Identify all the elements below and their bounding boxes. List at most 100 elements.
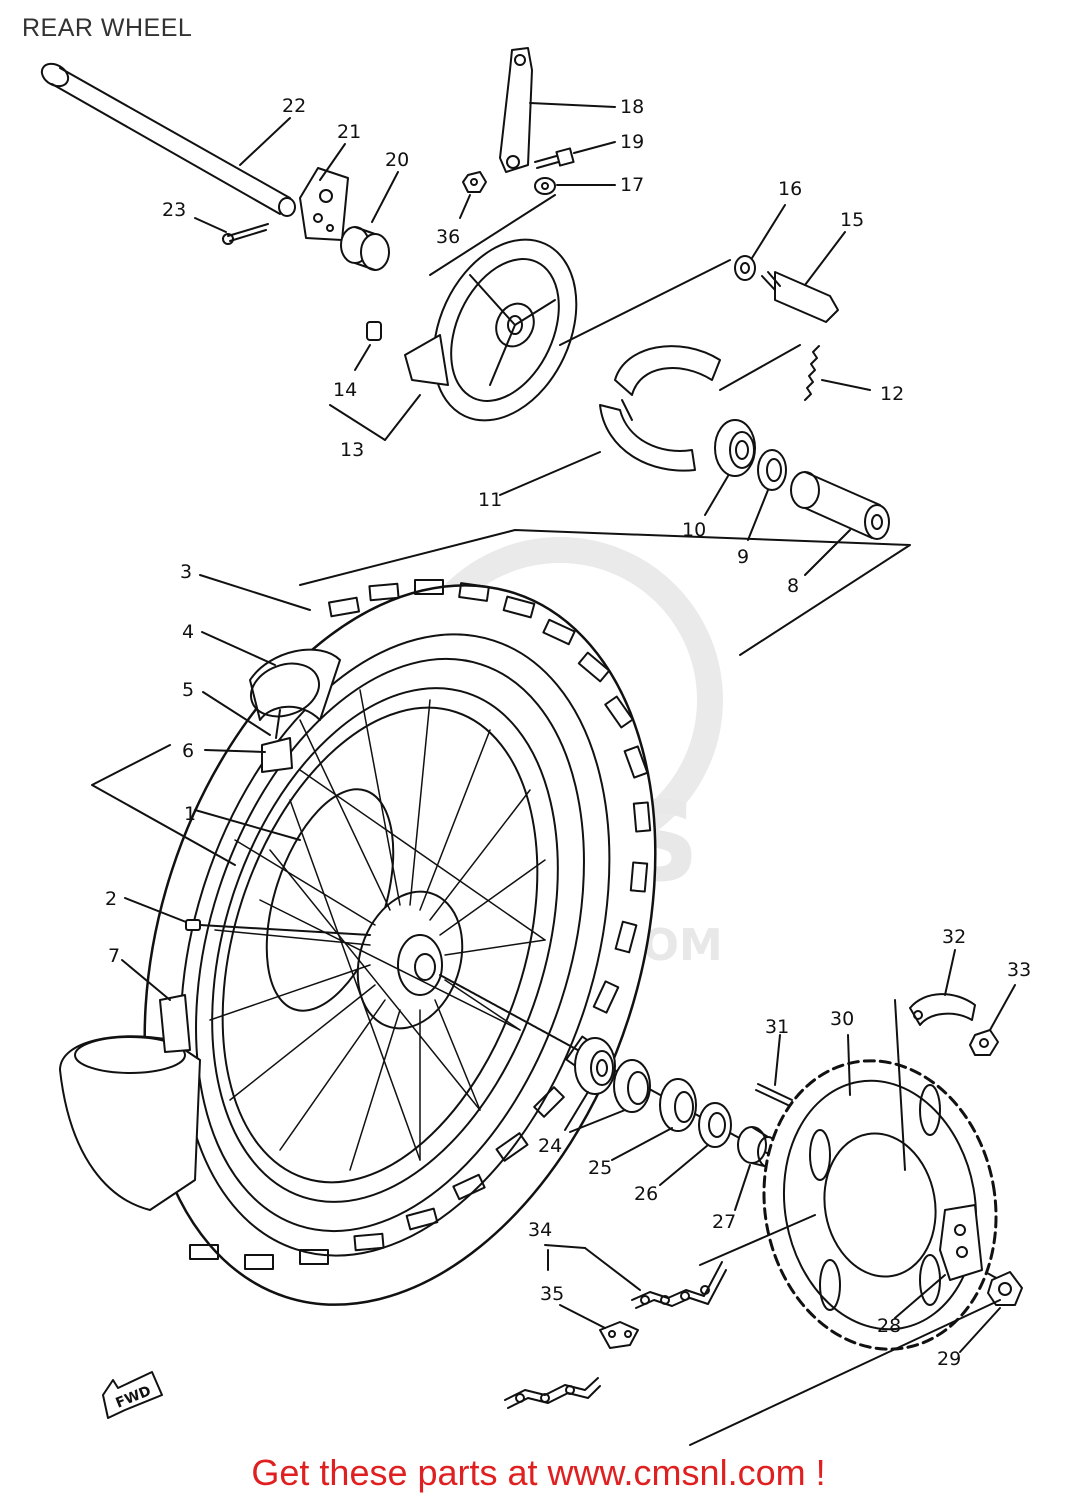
callout-2: 2 bbox=[105, 888, 117, 910]
callout-35: 35 bbox=[540, 1283, 564, 1305]
leader-7 bbox=[121, 959, 171, 1001]
callout-27: 27 bbox=[712, 1211, 736, 1233]
callout-8: 8 bbox=[787, 575, 799, 597]
leader-5 bbox=[202, 691, 271, 736]
callout-12: 12 bbox=[880, 383, 904, 405]
leader-27 bbox=[734, 1164, 751, 1211]
bearing-part-10 bbox=[714, 419, 756, 477]
rear-wheel-assembly bbox=[143, 579, 657, 1306]
leader-6 bbox=[204, 749, 266, 753]
leader-30 bbox=[847, 1034, 851, 1096]
lock-plate-part-32 bbox=[909, 993, 976, 1026]
sprocket-part-30 bbox=[762, 1059, 998, 1351]
tire-tread bbox=[189, 579, 652, 1270]
callout-1: 1 bbox=[184, 803, 196, 825]
bolt-part-19 bbox=[534, 147, 575, 169]
callout-20: 20 bbox=[385, 149, 409, 171]
leader-20 bbox=[371, 171, 399, 223]
forward-direction-badge bbox=[102, 1371, 163, 1419]
brake-cam-part-15 bbox=[761, 271, 839, 323]
nipple-part-2 bbox=[185, 919, 371, 936]
bearing-part-24 bbox=[574, 1037, 651, 1113]
oil-seal-part-26 bbox=[698, 1102, 732, 1148]
callout-32: 32 bbox=[942, 926, 966, 948]
chain-segment bbox=[504, 1377, 601, 1409]
leader-2 bbox=[124, 897, 187, 923]
callout-7: 7 bbox=[108, 945, 120, 967]
axle-part-22 bbox=[40, 62, 296, 217]
callout-4: 4 bbox=[182, 621, 194, 643]
leader-17-bracket bbox=[429, 194, 556, 276]
chain-puller-part-28 bbox=[939, 1204, 983, 1281]
group-bracket-8 bbox=[299, 529, 911, 656]
leader-26 bbox=[659, 1144, 709, 1186]
chain-puller-part-21 bbox=[299, 167, 349, 241]
leader-16 bbox=[751, 204, 786, 259]
chain-upper-line bbox=[699, 1214, 816, 1266]
leader-14 bbox=[354, 344, 371, 371]
stud-bolt-part-31 bbox=[755, 1083, 793, 1107]
leader-36 bbox=[459, 194, 471, 219]
callout-13: 13 bbox=[340, 439, 364, 461]
leader-11 bbox=[499, 451, 601, 496]
plug-part-14 bbox=[366, 321, 382, 341]
leader-33 bbox=[989, 984, 1016, 1031]
leader-8 bbox=[804, 529, 851, 576]
callout-22: 22 bbox=[282, 95, 306, 117]
tube-part-4 bbox=[249, 648, 341, 721]
leader-12-bracket bbox=[719, 344, 801, 391]
callout-15: 15 bbox=[840, 209, 864, 231]
callout-21: 21 bbox=[337, 121, 361, 143]
callout-11: 11 bbox=[478, 489, 502, 511]
leader-25 bbox=[611, 1127, 673, 1161]
page-title: REAR WHEEL bbox=[22, 14, 193, 42]
rim-lock-part-6 bbox=[261, 709, 293, 773]
callout-28: 28 bbox=[877, 1315, 901, 1337]
nut-part-33 bbox=[969, 1029, 999, 1056]
callout-labels: 22 21 20 23 18 19 17 36 16 15 14 13 12 1… bbox=[105, 95, 1031, 1370]
leader-1 bbox=[194, 809, 301, 841]
nut-part-36 bbox=[462, 171, 487, 193]
callout-25: 25 bbox=[588, 1157, 612, 1179]
washer-part-17 bbox=[534, 177, 556, 195]
footer-promo-link[interactable]: Get these parts at www.cmsnl.com ! bbox=[251, 1452, 826, 1493]
leader-23 bbox=[194, 217, 227, 233]
leader-12 bbox=[821, 379, 871, 391]
leader-21 bbox=[319, 143, 346, 181]
callout-19: 19 bbox=[620, 131, 644, 153]
leader-35 bbox=[559, 1304, 606, 1329]
leader-22 bbox=[239, 117, 291, 166]
callout-6: 6 bbox=[182, 740, 194, 762]
collar-part-20 bbox=[340, 226, 390, 271]
axle-nut-part-29 bbox=[987, 1271, 1023, 1306]
callout-16: 16 bbox=[778, 178, 802, 200]
leader-34 bbox=[544, 1244, 586, 1249]
leader-28 bbox=[894, 1274, 946, 1319]
spokes bbox=[209, 689, 546, 1171]
callout-33: 33 bbox=[1007, 959, 1031, 981]
leader-9 bbox=[747, 489, 769, 541]
leader-34b bbox=[584, 1247, 641, 1291]
brake-panel-part-13 bbox=[404, 238, 578, 422]
callout-34: 34 bbox=[528, 1219, 552, 1241]
callout-3: 3 bbox=[180, 561, 192, 583]
spacer-part-8 bbox=[790, 471, 890, 540]
cotter-pin-part-23 bbox=[222, 223, 269, 245]
master-link-part-35 bbox=[599, 1321, 639, 1349]
callout-30: 30 bbox=[830, 1008, 854, 1030]
chain-part-34 bbox=[631, 1261, 727, 1309]
leader-24b bbox=[569, 1109, 626, 1133]
callout-14: 14 bbox=[333, 379, 357, 401]
tire-section-part-7 bbox=[59, 994, 201, 1211]
callout-26: 26 bbox=[634, 1183, 658, 1205]
callout-36: 36 bbox=[436, 226, 460, 248]
leader-3 bbox=[199, 574, 311, 611]
leader-31 bbox=[774, 1034, 781, 1086]
leader-32 bbox=[944, 949, 956, 996]
callout-5: 5 bbox=[182, 679, 194, 701]
callout-10: 10 bbox=[682, 519, 706, 541]
callout-31: 31 bbox=[765, 1016, 789, 1038]
callout-9: 9 bbox=[737, 546, 749, 568]
washer-part-16 bbox=[734, 255, 756, 281]
